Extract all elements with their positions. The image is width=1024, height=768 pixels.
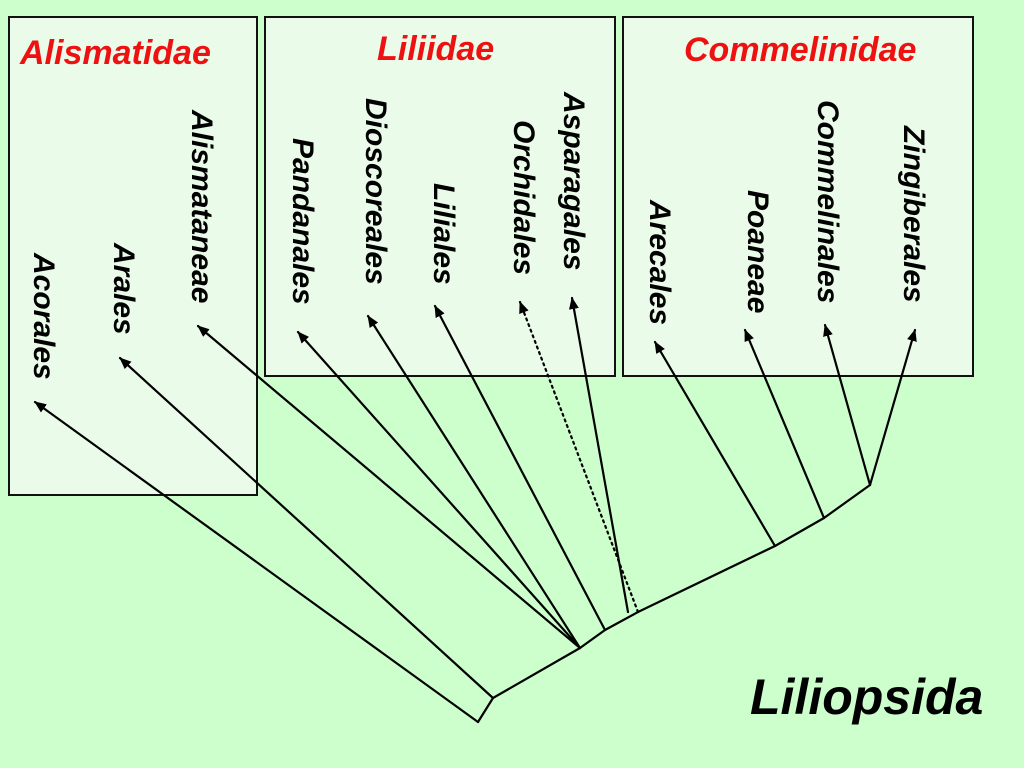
order-pandanales: Pandanales [286,138,319,305]
order-dioscoreales: Dioscoreales [359,98,392,285]
branch-acorales [33,400,480,724]
order-arecales: Arecales [643,200,676,326]
order-poaneae: Poaneae [741,190,774,314]
order-acorales: Acorales [27,253,60,380]
alismatidae-title: Alismatidae [20,34,211,72]
branch-alismataneae [196,324,582,650]
order-zingiberales: Zingiberales [897,126,930,303]
order-liliales: Liliales [427,183,460,285]
order-arales: Arales [107,243,140,335]
order-commelinales: Commelinales [811,100,844,304]
tree-stem [476,483,872,724]
branch-commelinales [823,323,872,487]
liliidae-title: Liliidae [377,30,495,68]
branch-asparagales [569,296,630,614]
branch-arecales [653,340,777,548]
commelinidae-title: Commelinidae [684,31,917,69]
order-orchidales: Orchidales [507,120,540,276]
commelinidae-box [622,16,974,377]
class-label: Liliopsida [750,669,984,725]
branch-zingiberales [868,328,917,487]
branch-pandanales [296,330,582,650]
order-alismataneae: Alismataneae [185,110,218,304]
alismatidae-box [8,16,258,496]
order-asparagales: Asparagales [557,92,590,271]
branch-poaneae [743,328,826,520]
branch-liliales [433,304,607,632]
branch-arales [118,356,495,700]
branch-dioscoreales [366,314,582,650]
